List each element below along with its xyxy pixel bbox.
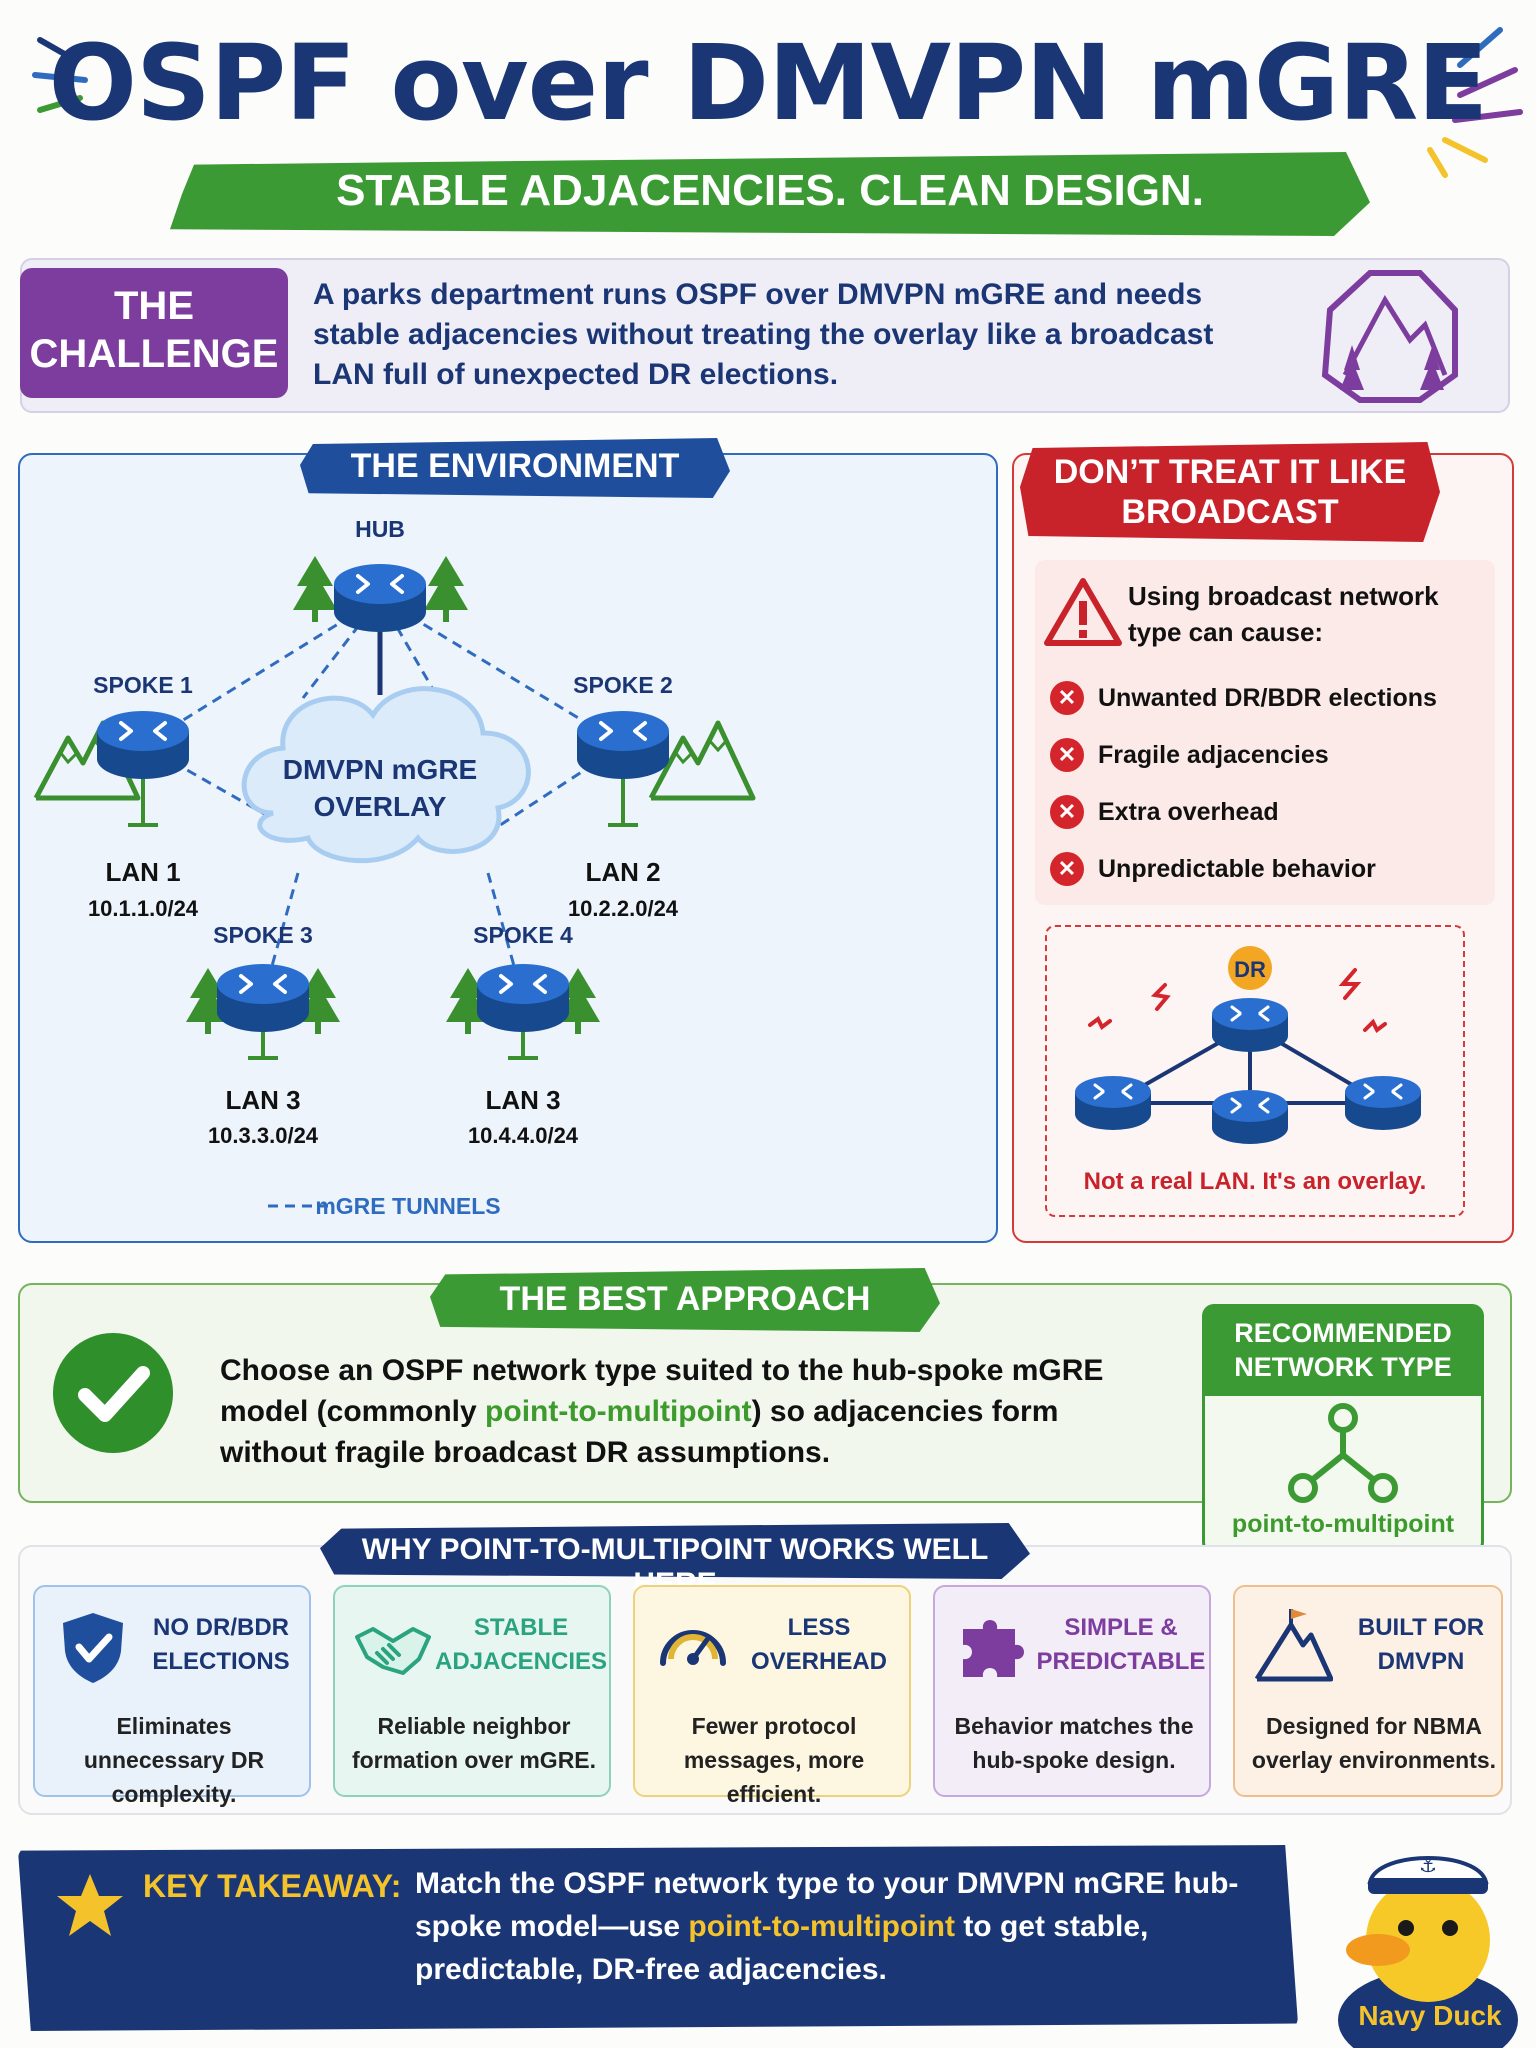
benefit-text: Behavior matches the hub-spoke design. xyxy=(954,1713,1194,1773)
lan-label: LAN 3 xyxy=(485,1085,560,1115)
lan-label: LAN 2 xyxy=(585,857,660,887)
page-subtitle: STABLE ADJACENCIES. CLEAN DESIGN. xyxy=(336,166,1204,215)
shield-check-icon xyxy=(63,1613,123,1683)
dr-election-diagram: DR xyxy=(1073,946,1423,1146)
best-approach-title: THE BEST APPROACH xyxy=(499,1280,871,1318)
spoke-router-icon xyxy=(215,962,311,1034)
broadcast-issue: ✕Unwanted DR/BDR elections xyxy=(1050,678,1490,718)
mountain-flag-icon xyxy=(1254,1609,1333,1682)
sparkle-lines-icon xyxy=(32,37,88,113)
environment-banner xyxy=(300,438,730,498)
benefit-card: LESS OVERHEAD Fewer protocol messages, m… xyxy=(633,1585,911,1807)
benefit-text: Designed for NBMA overlay environments. xyxy=(1251,1713,1497,1773)
dr-badge: DR xyxy=(1234,957,1266,982)
page-title: OSPF over DMVPN mGRE xyxy=(48,22,1489,144)
star-icon xyxy=(57,1874,123,1936)
broadcast-issue: ✕Extra overhead xyxy=(1050,792,1490,832)
cloud-label: OVERLAY xyxy=(314,791,447,822)
challenge-tag xyxy=(20,268,288,398)
spoke-label: SPOKE 1 xyxy=(93,672,193,698)
broadcast-issue: ✕Fragile adjacencies xyxy=(1050,735,1490,775)
legend-label: mGRE TUNNELS xyxy=(315,1193,500,1219)
challenge-text: A parks department runs OSPF over DMVPN … xyxy=(313,278,1214,391)
benefit-title: BUILT FOR DMVPN xyxy=(1357,1614,1485,1675)
spoke-router-icon xyxy=(475,962,571,1034)
benefit-text: Reliable neighbor formation over mGRE. xyxy=(351,1713,597,1773)
subnet-label: 10.2.2.0/24 xyxy=(568,896,679,921)
svg-text:⚓: ⚓ xyxy=(1419,1853,1437,1877)
x-icon: ✕ xyxy=(1050,852,1084,886)
benefit-card: NO DR/BDR ELECTIONS Eliminates unnecessa… xyxy=(33,1585,311,1807)
x-icon: ✕ xyxy=(1050,795,1084,829)
benefit-title: STABLE ADJACENCIES xyxy=(435,1614,608,1675)
subnet-label: 10.1.1.0/24 xyxy=(88,896,199,921)
benefit-card: BUILT FOR DMVPN Designed for NBMA overla… xyxy=(1233,1585,1503,1797)
spoke-router-icon xyxy=(575,709,671,781)
spark-icon xyxy=(1363,1018,1387,1034)
broadcast-intro: Using broadcast network type can cause: xyxy=(1128,581,1439,647)
best-approach-banner xyxy=(430,1268,940,1332)
key-takeaway-label: KEY TAKEAWAY: xyxy=(143,1868,402,1904)
benefit-title: LESS OVERHEAD xyxy=(750,1614,888,1675)
lightning-icon xyxy=(1150,983,1171,1011)
why-banner xyxy=(320,1523,1030,1579)
benefit-title: NO DR/BDR ELECTIONS xyxy=(152,1614,290,1675)
spoke-label: SPOKE 3 xyxy=(213,922,313,948)
router-icon xyxy=(1210,1088,1290,1146)
gauge-icon xyxy=(660,1630,726,1666)
mountain-forest-icon xyxy=(1321,270,1458,403)
x-icon: ✕ xyxy=(1050,738,1084,772)
navy-duck-mascot-icon: ⚓ xyxy=(1338,1853,1518,2048)
spark-icon xyxy=(1088,1015,1112,1031)
puzzle-icon xyxy=(963,1620,1024,1677)
subnet-label: 10.4.4.0/24 xyxy=(468,1123,579,1148)
subnet-label: 10.3.3.0/24 xyxy=(208,1123,319,1148)
spoke-label: SPOKE 4 xyxy=(473,922,573,948)
recommended-type-title: RECOMMENDED NETWORK TYPE xyxy=(1234,1318,1452,1382)
router-icon xyxy=(1343,1074,1423,1132)
dr-caption: Not a real LAN. It's an overlay. xyxy=(1083,1168,1427,1195)
benefit-text: Fewer protocol messages, more efficient. xyxy=(683,1713,865,1807)
lan-label: LAN 3 xyxy=(225,1085,300,1115)
point-to-multipoint-icon xyxy=(1288,1403,1398,1503)
handshake-icon xyxy=(355,1627,431,1675)
benefit-title: SIMPLE & PREDICTABLE xyxy=(1036,1614,1206,1675)
recommended-type-header xyxy=(1202,1304,1484,1396)
spoke-router-icon xyxy=(95,709,191,781)
cloud-label: DMVPN mGRE xyxy=(283,754,477,785)
broadcast-title: DON’T TREAT IT LIKE BROADCAST xyxy=(1053,453,1407,531)
key-takeaway-panel xyxy=(18,1845,1298,2031)
lan-label: LAN 1 xyxy=(105,857,180,887)
network-topology-diagram: DMVPN mGRE OVERLAY HUB SPOKE 1 LAN 1 10.… xyxy=(18,516,998,1219)
mascot-label: Navy Duck xyxy=(1358,2000,1502,2031)
check-circle-icon xyxy=(53,1333,173,1453)
broadcast-warning-box xyxy=(1035,560,1495,905)
challenge-label: THE CHALLENGE xyxy=(29,284,279,376)
benefit-card: STABLE ADJACENCIES Reliable neighbor for… xyxy=(333,1585,611,1797)
environment-title: THE ENVIRONMENT xyxy=(350,447,680,485)
spoke-label: SPOKE 2 xyxy=(573,672,673,698)
sparkle-lines-icon xyxy=(1427,27,1523,178)
broadcast-issue: ✕Unpredictable behavior xyxy=(1050,849,1490,889)
best-approach-text: Choose an OSPF network type suited to th… xyxy=(220,1354,1104,1469)
router-icon xyxy=(1073,1074,1153,1132)
hub-router-icon xyxy=(332,562,428,634)
key-takeaway-text: Match the OSPF network type to your DMVP… xyxy=(415,1867,1239,1986)
warning-icon xyxy=(1044,578,1122,646)
environment-panel xyxy=(18,453,998,1243)
subtitle-banner xyxy=(170,152,1370,236)
benefit-text: Eliminates unnecessary DR complexity. xyxy=(83,1713,265,1807)
dr-router-icon xyxy=(1210,996,1290,1054)
recommended-type-value: point-to-multipoint xyxy=(1231,1510,1455,1538)
dr-election-diagram-frame xyxy=(1045,925,1465,1217)
lightning-icon xyxy=(1338,968,1362,1000)
hub-label: HUB xyxy=(355,516,405,542)
benefit-card: SIMPLE & PREDICTABLE Behavior matches th… xyxy=(933,1585,1211,1797)
x-icon: ✕ xyxy=(1050,681,1084,715)
broadcast-banner xyxy=(1020,442,1440,542)
